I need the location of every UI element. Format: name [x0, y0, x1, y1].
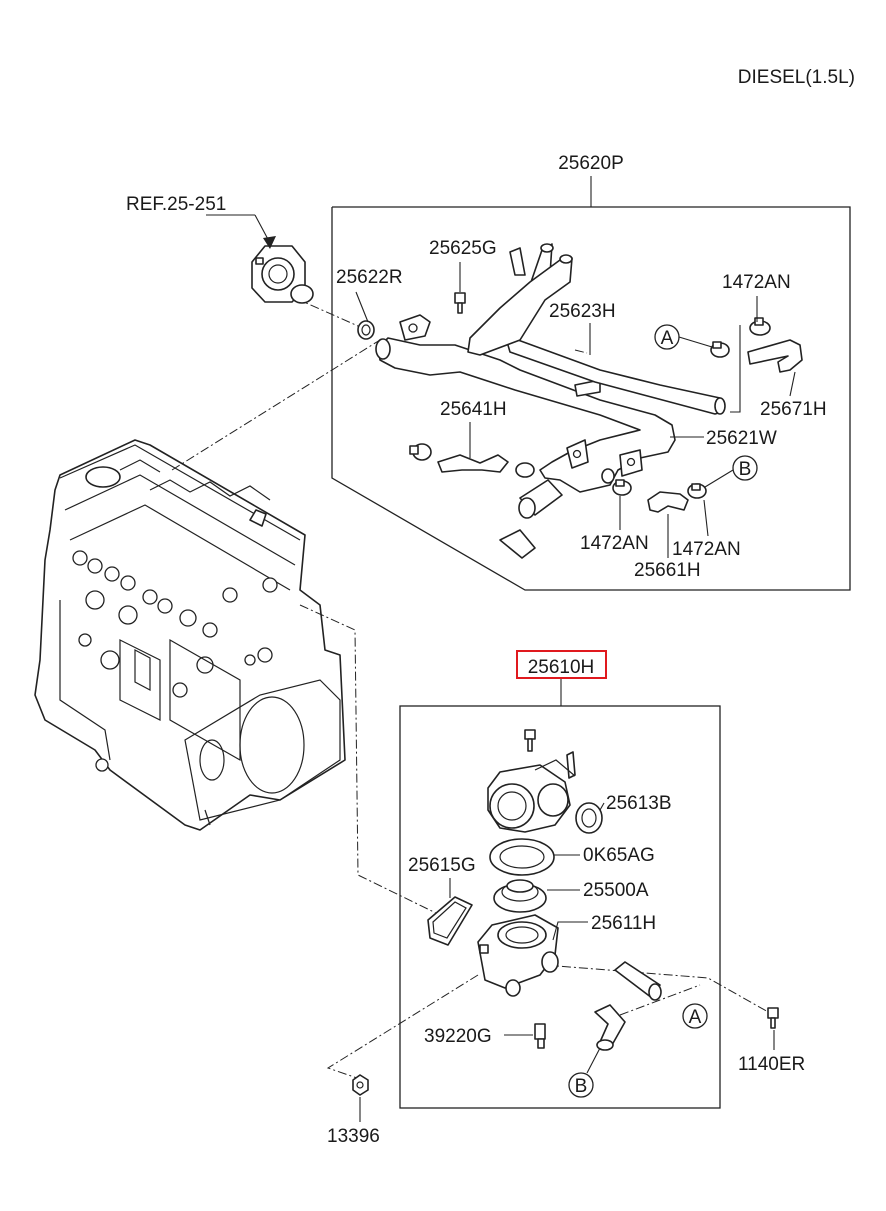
- label-1140er: 1140ER: [738, 1054, 805, 1075]
- label-25611h: 25611H: [591, 913, 656, 934]
- hose-clamp-a-side: [710, 341, 730, 358]
- label-25500a: 25500A: [583, 880, 649, 901]
- reference-marker-a-bottom[interactable]: A: [682, 1003, 708, 1029]
- svg-text:B: B: [739, 459, 752, 480]
- gasket-0k65ag: [489, 838, 555, 876]
- outlet-housing-25613b: [487, 759, 576, 833]
- temperature-sensor-39220g: [534, 1023, 546, 1049]
- highlighted-part-box[interactable]: [516, 650, 607, 679]
- label-39220g: 39220G: [424, 1026, 492, 1047]
- label-25610h[interactable]: 25610H: [528, 657, 595, 678]
- reference-marker-b-bottom[interactable]: B: [568, 1072, 594, 1098]
- bolt-housing-top: [524, 729, 536, 752]
- label-0k65ag: 0K65AG: [583, 845, 655, 866]
- outlet-pipe-a: [614, 961, 662, 1001]
- water-tube-25623h: [467, 243, 726, 415]
- lower-assembly-frame: [399, 705, 721, 1109]
- thermostat-25500a: [493, 879, 547, 913]
- hose-25671h: [747, 339, 803, 373]
- label-25671h: 25671H: [760, 399, 827, 420]
- svg-text:A: A: [661, 328, 674, 349]
- label-25613b: 25613B: [606, 793, 672, 814]
- outlet-pipe-b: [594, 1004, 626, 1051]
- upper-assembly-frame: [331, 206, 851, 591]
- label-25620p: 25620P: [558, 153, 624, 174]
- label-25622r: 25622R: [336, 267, 403, 288]
- bolt-25625g: [454, 292, 466, 314]
- engine-block-illustration: [34, 439, 346, 831]
- nut-13396: [352, 1074, 369, 1096]
- hose-25661h: [647, 491, 689, 513]
- label-25621w: 25621W: [706, 428, 777, 449]
- svg-text:A: A: [689, 1007, 702, 1028]
- label-25623h: 25623H: [549, 301, 616, 322]
- seal-ring-25613b: [575, 802, 603, 834]
- gasket-25615g: [427, 896, 473, 946]
- reference-marker-b-top[interactable]: B: [732, 455, 758, 481]
- label-1472an-top: 1472AN: [722, 272, 791, 293]
- water-pipe-25621w: [375, 314, 676, 559]
- thermostat-housing-25611h: [477, 914, 559, 997]
- o-ring-25622r: [357, 320, 375, 340]
- label-25625g: 25625G: [429, 238, 497, 259]
- diagram-title: DIESEL(1.5L): [738, 67, 855, 88]
- label-25661h: 25661H: [634, 560, 701, 581]
- thermostat-housing-ref-part: [251, 245, 314, 304]
- label-25615g: 25615G: [408, 855, 476, 876]
- reference-marker-a-top[interactable]: A: [654, 324, 680, 350]
- hose-clamp-1472an-top: [749, 317, 771, 336]
- bolt-1140er: [767, 1007, 779, 1029]
- ref-label: REF.25-251: [126, 194, 226, 215]
- label-1472an-b: 1472AN: [672, 539, 741, 560]
- hose-25641h: [409, 443, 535, 478]
- hose-clamp-1472an-a: [612, 479, 632, 496]
- label-25641h: 25641H: [440, 399, 507, 420]
- svg-text:B: B: [575, 1076, 588, 1097]
- label-13396: 13396: [327, 1126, 380, 1147]
- hose-clamp-1472an-b: [687, 483, 707, 499]
- label-1472an-a: 1472AN: [580, 533, 649, 554]
